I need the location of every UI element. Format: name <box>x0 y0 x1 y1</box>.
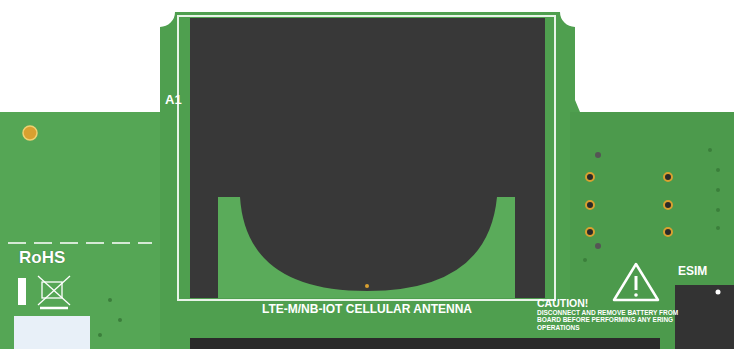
label-area <box>14 316 90 349</box>
weee-symbol <box>38 276 70 308</box>
caution-note: DISCONNECT AND REMOVE BATTERY FROM BOARD… <box>537 309 679 331</box>
caution-heading: CAUTION! <box>537 298 588 309</box>
rohs-bar <box>18 278 26 305</box>
edge-strip <box>190 338 660 349</box>
left-panel <box>0 112 160 349</box>
antenna-label: LTE-M/NB-IOT CELLULAR ANTENNA <box>262 303 472 316</box>
pcb-board <box>0 12 734 349</box>
antenna-outline <box>178 16 555 300</box>
small-vias <box>98 148 720 337</box>
via-holes <box>586 173 672 236</box>
pin1-dot <box>716 290 721 295</box>
designator: A1 <box>165 93 182 107</box>
antenna-area <box>190 18 545 298</box>
rohs-mark: RoHS <box>19 249 65 267</box>
feed-dot <box>365 284 369 288</box>
test-pad <box>23 126 37 140</box>
esim-chip <box>675 285 734 349</box>
caution-symbol <box>614 264 658 300</box>
antenna-cutout <box>218 197 515 298</box>
silk-dash <box>8 242 152 244</box>
esim-label: ESIM <box>678 265 707 278</box>
